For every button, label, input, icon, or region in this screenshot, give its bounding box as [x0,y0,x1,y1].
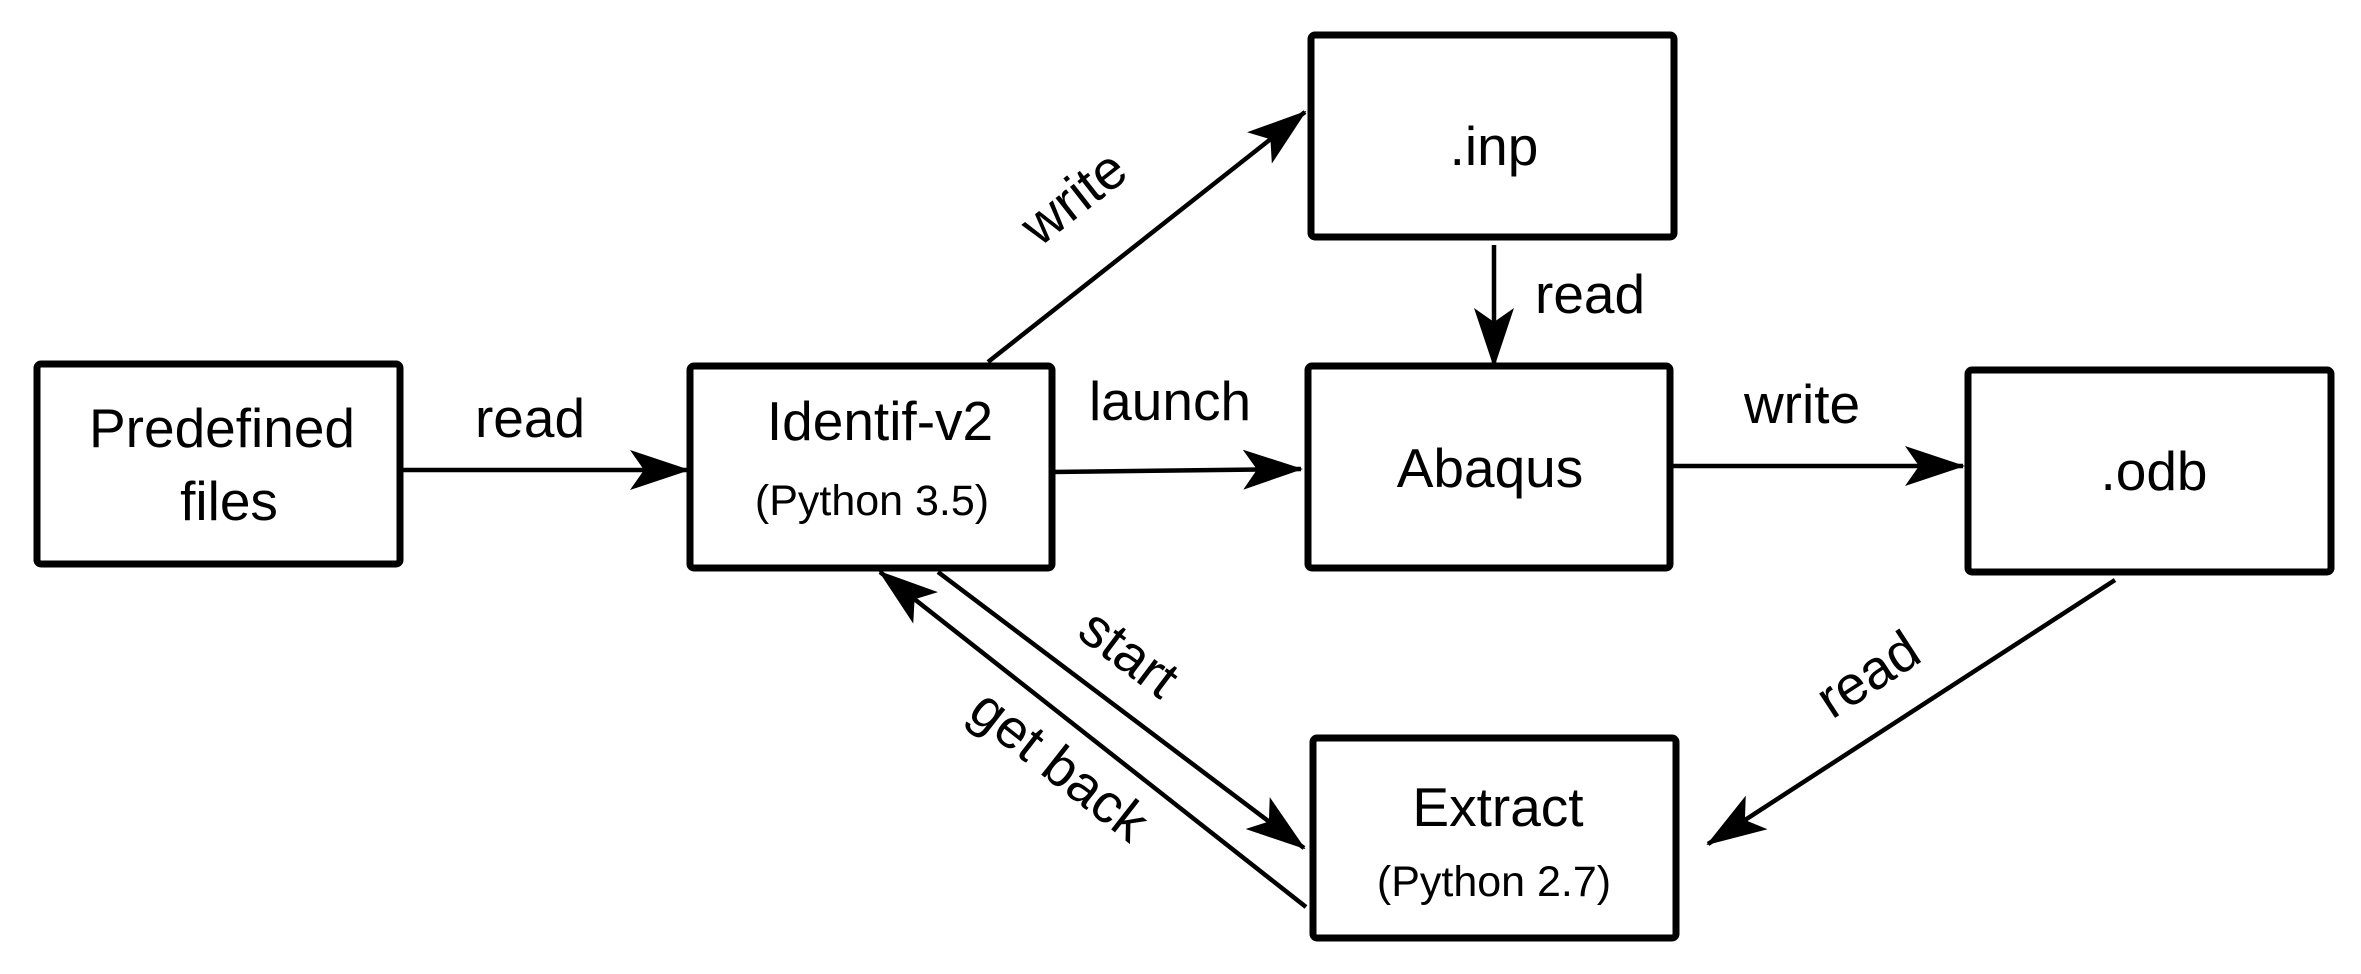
edge-label-inp-read: read [1535,263,1645,325]
node-predefined-files: Predefined files [33,360,404,568]
node-box [1964,366,2335,576]
node-box [1307,31,1678,241]
node-title-line1: Predefined [89,397,355,459]
node-odb: .odb [1964,366,2335,576]
edge-label-get-back: get back [959,677,1161,854]
edges [400,110,2117,909]
edge-identif-to-inp [986,110,1307,364]
node-box [1309,734,1680,942]
node-title: Identif-v2 [767,390,993,452]
edge-extract-to-identif [878,570,1308,909]
edge-label-start: start [1068,596,1191,710]
node-title: Extract [1412,776,1583,838]
node-title: .odb [2100,440,2207,502]
node-box [1304,362,1674,572]
edge-odb-to-extract [1706,578,2117,846]
edge-label-odb-write: write [1743,373,1860,435]
node-subtitle: (Python 2.7) [1377,858,1611,906]
node-abaqus: Abaqus [1304,362,1674,572]
edge-label-launch: launch [1089,370,1251,432]
node-box [33,360,404,568]
node-subtitle: (Python 3.5) [755,477,989,525]
edge-label-predefined-read: read [475,387,585,449]
node-inp: .inp [1307,31,1678,241]
node-title-line2: files [180,470,278,532]
node-box [686,362,1056,572]
edge-identif-to-extract [936,570,1306,850]
node-extract: Extract (Python 2.7) [1309,734,1680,942]
node-identif: Identif-v2 (Python 3.5) [686,362,1056,572]
node-title: Abaqus [1397,437,1584,499]
edge-label-inp-write: write [1008,137,1138,258]
node-title: .inp [1450,115,1539,177]
edge-identif-to-abaqus [1051,449,1303,490]
